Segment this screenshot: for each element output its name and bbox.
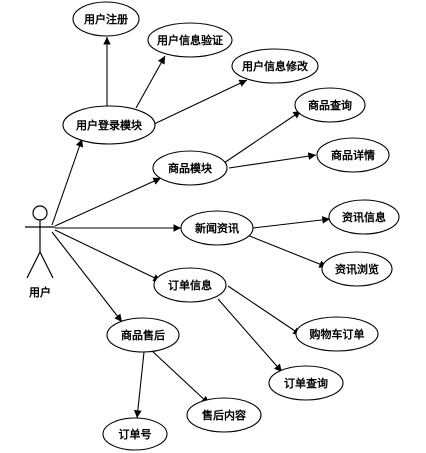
edge-login-modify — [151, 79, 248, 126]
usecase-news: 新闻资讯 — [180, 210, 254, 246]
edge-goods-detail — [228, 152, 317, 169]
usecase-cart-order-label: 购物车订单 — [310, 327, 365, 341]
usecase-verify: 用户信息验证 — [147, 22, 233, 58]
usecase-after-sale: 商品售后 — [106, 317, 180, 353]
usecase-order-query-label: 订单查询 — [284, 376, 328, 390]
edge-news-browse — [246, 234, 328, 268]
edge-news-info — [252, 216, 331, 229]
edge-actor-after-sale — [51, 231, 123, 323]
actor-label: 用户 — [29, 285, 51, 299]
usecase-order-no: 订单号 — [102, 417, 168, 451]
actor: 用户 — [25, 205, 55, 299]
usecase-goods-detail-label: 商品详情 — [331, 148, 375, 162]
usecase-order-no-label: 订单号 — [119, 427, 152, 441]
actor-left-leg — [26, 251, 41, 279]
usecase-goods-label: 商品模块 — [168, 161, 213, 175]
edge-goods-query — [223, 110, 302, 164]
usecase-news-label: 新闻资讯 — [195, 221, 239, 235]
usecase-goods: 商品模块 — [152, 150, 228, 186]
usecase-news-info-label: 资讯信息 — [342, 210, 386, 224]
edge-login-verify — [135, 55, 166, 109]
actor-right-leg — [39, 251, 54, 279]
usecase-order-query: 订单查询 — [268, 365, 344, 401]
edge-actor-goods — [54, 177, 162, 227]
usecase-after-sale-label: 商品售后 — [121, 328, 165, 342]
usecase-modify-label: 用户信息修改 — [242, 59, 309, 73]
usecase-after-content: 售后内容 — [186, 397, 262, 433]
edge-actor-login — [51, 138, 84, 226]
usecase-login: 用户登录模块 — [62, 105, 156, 145]
actor-head — [32, 205, 48, 221]
connectors — [51, 37, 331, 419]
usecase-goods-query-label: 商品查询 — [308, 98, 352, 112]
edge-after-content — [150, 349, 210, 405]
usecase-register-label: 用户注册 — [84, 12, 128, 26]
usecase-news-info: 资讯信息 — [328, 199, 400, 235]
usecase-login-label: 用户登录模块 — [76, 118, 143, 132]
usecase-modify: 用户信息修改 — [231, 48, 319, 84]
usecase-after-content-label: 售后内容 — [201, 408, 246, 422]
edge-actor-order — [54, 229, 162, 282]
usecase-order: 订单信息 — [153, 267, 227, 303]
usecase-news-browse: 资讯浏览 — [321, 251, 393, 287]
usecase-cart-order: 购物车订单 — [295, 316, 379, 352]
usecase-order-label: 订单信息 — [168, 278, 212, 292]
usecase-verify-label: 用户信息验证 — [157, 33, 223, 47]
edge-order-cart — [227, 285, 302, 336]
edge-after-orderno — [133, 351, 145, 419]
usecase-goods-query: 商品查询 — [294, 87, 366, 123]
usecase-register: 用户注册 — [72, 1, 140, 37]
edge-order-query — [217, 298, 283, 373]
usecase-news-browse-label: 资讯浏览 — [335, 262, 379, 276]
usecase-goods-detail: 商品详情 — [316, 137, 390, 173]
